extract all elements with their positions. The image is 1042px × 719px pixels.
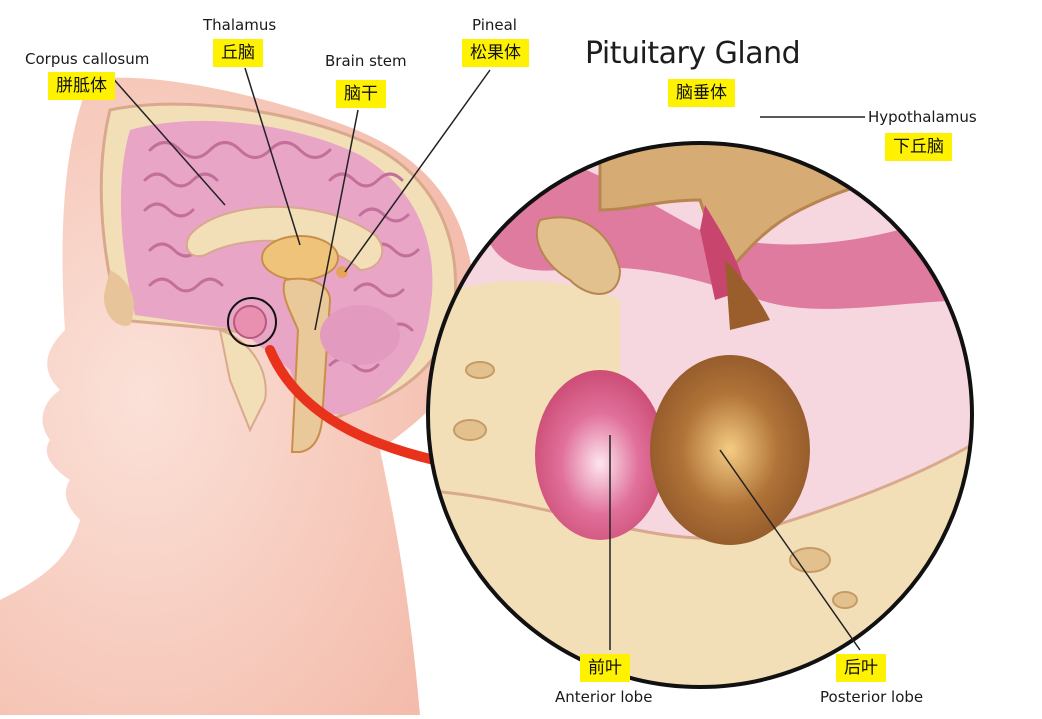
bone-fragments (453, 361, 858, 609)
diagram-title: Pituitary Gland (585, 36, 801, 71)
label-pineal-cn: 松果体 (462, 39, 529, 67)
leader-lines (109, 67, 865, 651)
label-pineal: Pineal (472, 16, 517, 34)
label-brain-stem-cn: 脑干 (336, 80, 386, 108)
anterior-lobe-shape (535, 370, 665, 540)
cerebellum (320, 305, 400, 365)
zoom-circle-border (426, 141, 974, 689)
pineal-shape (336, 266, 348, 278)
pituitary-small (233, 305, 267, 339)
label-hypothalamus: Hypothalamus (868, 108, 977, 126)
label-anterior-lobe: Anterior lobe (555, 688, 653, 706)
pituitary-zoom-marker (227, 297, 277, 347)
posterior-stalk (725, 260, 770, 330)
label-pituitary-cn: 脑垂体 (668, 79, 735, 107)
posterior-lobe-shape (650, 355, 810, 545)
label-thalamus-cn: 丘脑 (213, 39, 263, 67)
label-corpus-callosum-cn: 胼胝体 (48, 72, 115, 100)
label-posterior-lobe: Posterior lobe (820, 688, 924, 706)
label-hypothalamus-cn: 下丘脑 (885, 133, 952, 161)
bone-spur (535, 216, 622, 295)
sinus (104, 270, 134, 326)
label-anterior-lobe-cn: 前叶 (580, 654, 630, 682)
label-brain-stem: Brain stem (325, 52, 407, 70)
label-posterior-lobe-cn: 后叶 (836, 654, 886, 682)
label-corpus-callosum: Corpus callosum (25, 50, 150, 68)
label-thalamus: Thalamus (203, 16, 277, 34)
